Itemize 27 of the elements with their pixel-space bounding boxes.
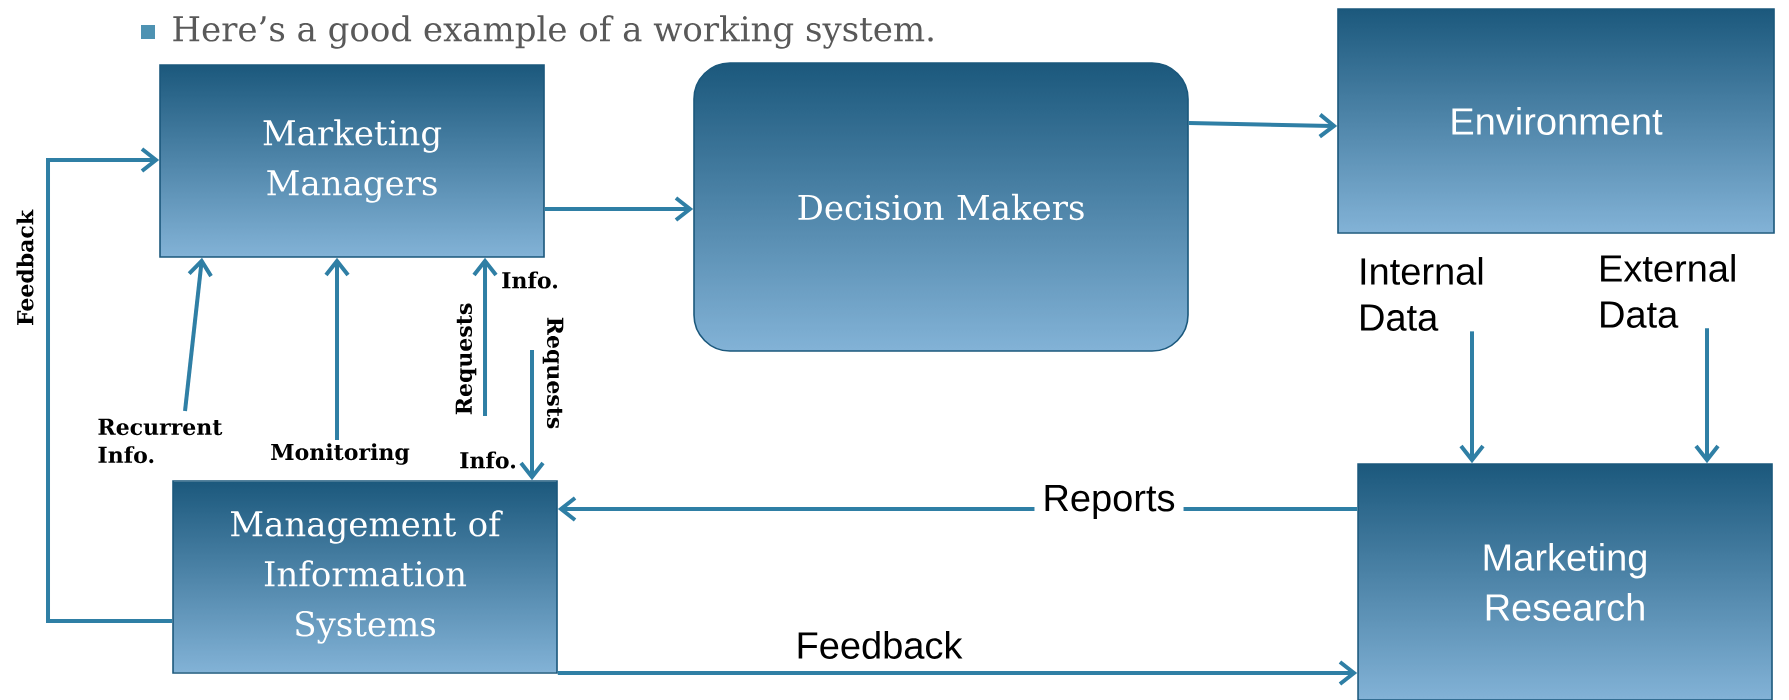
edge-label: Requests	[542, 317, 564, 429]
arrow	[324, 257, 350, 440]
rounded-box: Decision Makers	[693, 62, 1189, 352]
title: Here’s a good example of a working system.	[173, 15, 933, 49]
arrow	[183, 257, 213, 412]
arrow	[519, 350, 545, 481]
process-box: Management of Information Systems	[172, 480, 558, 674]
arrow	[1188, 113, 1338, 139]
process-box: Marketing Research	[1357, 463, 1773, 700]
label: Info.	[460, 451, 516, 469]
data-label: External Data	[1601, 254, 1735, 328]
edge-label: Requests	[455, 303, 477, 415]
process-box: Environment	[1337, 8, 1775, 234]
process-box: Marketing Managers	[159, 64, 545, 258]
arrow	[544, 196, 694, 222]
label: Info.	[502, 271, 558, 289]
arrow	[557, 660, 1358, 686]
arrow	[472, 257, 498, 416]
edge-label: Recurrent Info.	[98, 418, 223, 464]
edge-label: Reports	[1034, 477, 1184, 527]
edge-label: Feedback	[798, 631, 963, 659]
arrow	[46, 147, 173, 623]
arrow	[1694, 328, 1720, 464]
edge-label: Feedback	[16, 209, 34, 325]
arrow	[1459, 331, 1485, 464]
data-label: Internal Data	[1361, 257, 1483, 331]
edge-label: Monitoring	[271, 443, 410, 465]
